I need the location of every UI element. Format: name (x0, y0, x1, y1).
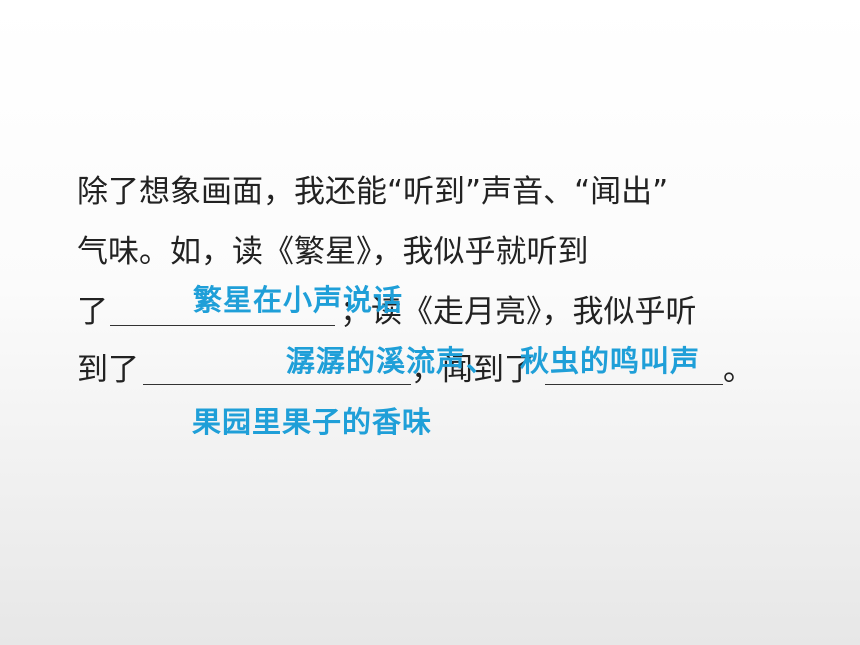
answer-blank-2-part-2: 秋虫的鸣叫声 (520, 344, 701, 378)
passage-line-1: 除了想象画面，我还能“听到”声音、“闻出” (77, 174, 669, 210)
fill-blank-3[interactable] (545, 384, 723, 385)
passage-line-2: 气味。如，读《繁星》，我似乎就听到 (77, 234, 589, 270)
passage-line-4-mid: ，闻到了 (411, 352, 535, 388)
passage-line-4-end: 。 (723, 352, 754, 388)
passage-line-4-start: 到了 (77, 352, 139, 388)
answer-blank-2-part-1: 潺潺的溪流声、 (286, 344, 497, 378)
answer-blank-3: 果园里果子的香味 (192, 405, 433, 439)
answer-blank-1: 繁星在小声说话 (193, 283, 404, 317)
passage-line-3-start: 了 (77, 294, 108, 330)
fill-blank-1[interactable] (110, 325, 335, 326)
passage-line-3-end: ；读《走月亮》，我似乎听 (340, 294, 697, 330)
fill-blank-2[interactable] (143, 384, 411, 385)
